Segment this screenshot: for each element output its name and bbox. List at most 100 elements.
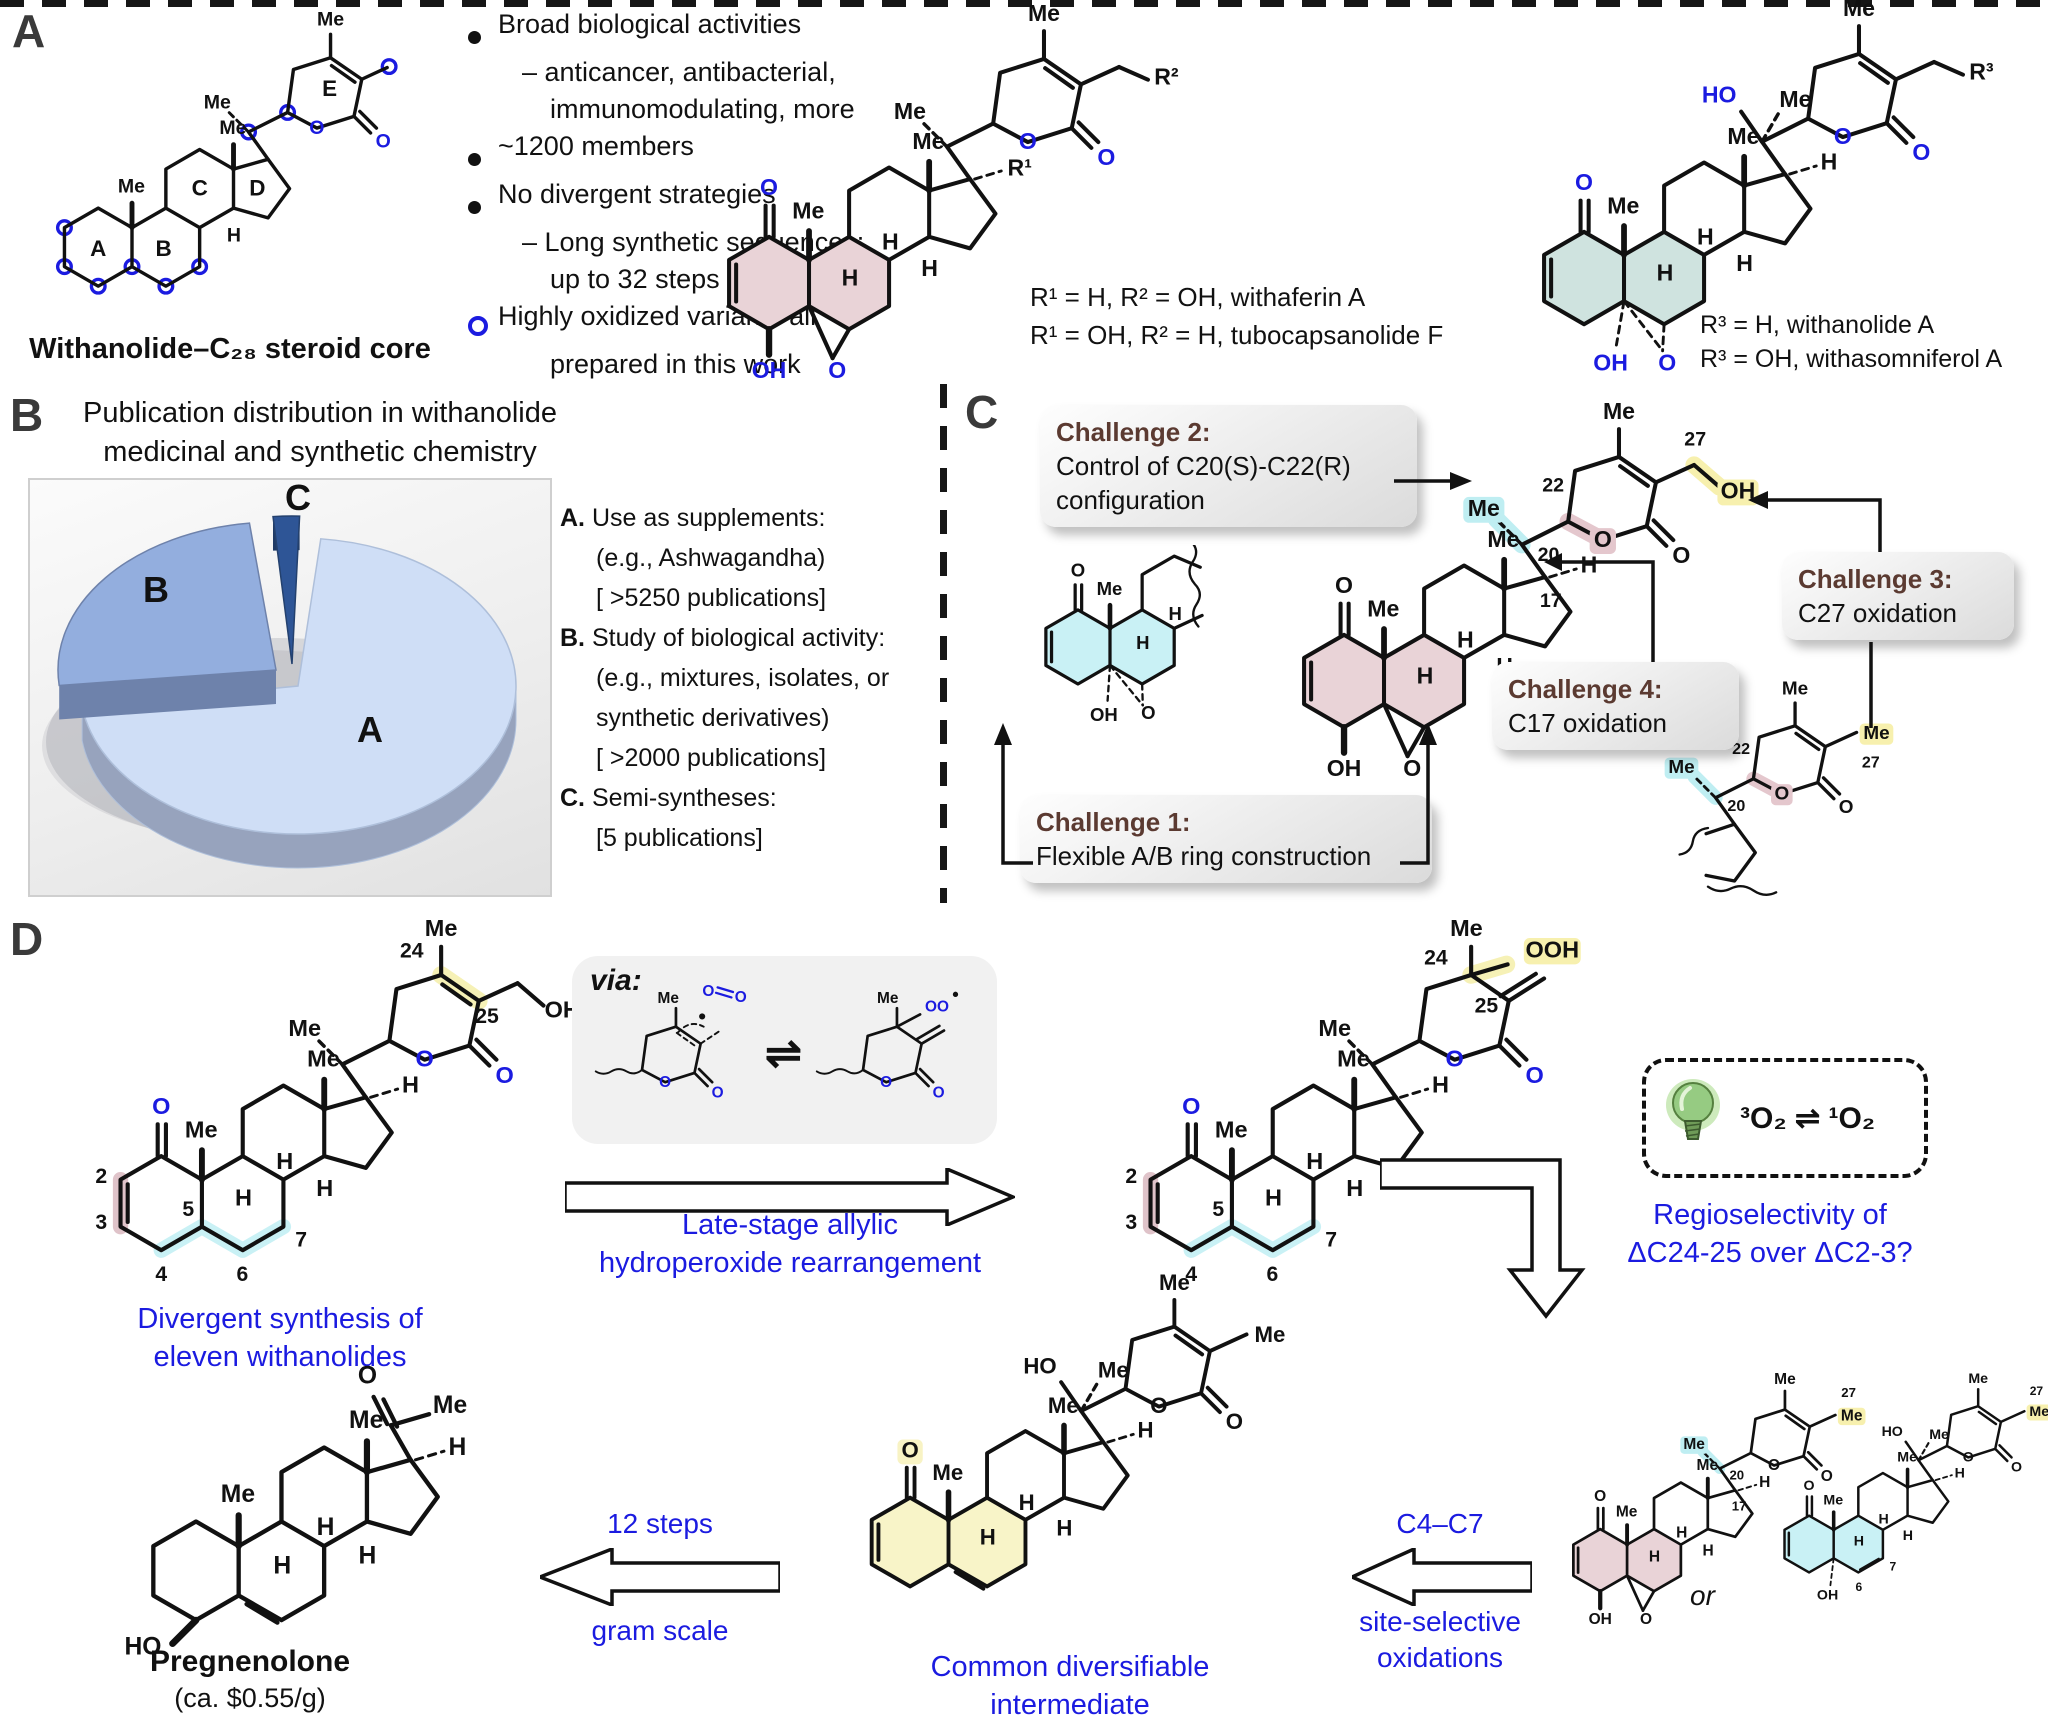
svg-text:OOH: OOH bbox=[1526, 936, 1580, 962]
oxidation-dot-icon bbox=[468, 316, 488, 336]
panel-d-label: D bbox=[10, 913, 44, 965]
common-intermediate-caption: Common diversifiable intermediate bbox=[890, 1648, 1250, 1721]
svg-text:H: H bbox=[1136, 632, 1149, 653]
via-label: via: bbox=[590, 964, 642, 997]
svg-text:A: A bbox=[90, 236, 106, 261]
svg-text:OH: OH bbox=[1589, 1611, 1612, 1628]
svg-text:Me: Me bbox=[1450, 915, 1483, 941]
svg-text:17: 17 bbox=[1732, 1498, 1747, 1513]
svg-text:Me: Me bbox=[1048, 1393, 1079, 1418]
svg-text:2: 2 bbox=[1125, 1165, 1137, 1188]
svg-text:Me: Me bbox=[1929, 1427, 1949, 1443]
svg-text:Me: Me bbox=[1782, 679, 1808, 700]
svg-text:H: H bbox=[276, 1148, 293, 1174]
legend-line: [ >5250 publications] bbox=[596, 584, 827, 612]
svg-text:6: 6 bbox=[236, 1263, 248, 1286]
svg-text:20: 20 bbox=[1727, 797, 1745, 815]
svg-text:H: H bbox=[227, 224, 241, 246]
legend-line: A. Use as supplements: bbox=[560, 504, 826, 532]
svg-text:H: H bbox=[1169, 603, 1182, 624]
challenge-3-connector bbox=[1869, 642, 1873, 728]
pie-title-line: medicinal and synthetic chemistry bbox=[103, 436, 537, 468]
svg-text:H: H bbox=[402, 1072, 419, 1098]
svg-text:22: 22 bbox=[1542, 475, 1564, 497]
challenge-2-title: Challenge 2: bbox=[1056, 417, 1211, 447]
challenge-1-box: Challenge 1: Flexible A/B ring construct… bbox=[1020, 795, 1432, 883]
svg-text:4: 4 bbox=[1185, 1263, 1197, 1286]
challenge-4-line: C17 oxidation bbox=[1508, 708, 1667, 738]
caption-line: R¹ = OH, R² = H, tubocapsanolide F bbox=[1030, 320, 1444, 350]
svg-text:H: H bbox=[359, 1542, 377, 1569]
bullet-item: – Long synthetic sequences: bbox=[522, 227, 865, 257]
svg-text:O: O bbox=[1526, 1062, 1544, 1088]
svg-text:O: O bbox=[1019, 128, 1037, 154]
svg-text:H: H bbox=[1417, 662, 1434, 688]
challenge-2-line: Control of C20(S)-C22(R) bbox=[1056, 451, 1351, 481]
svg-text:6: 6 bbox=[1855, 1580, 1862, 1594]
svg-text:O: O bbox=[1594, 1488, 1606, 1505]
svg-text:7: 7 bbox=[1325, 1229, 1337, 1252]
caption-line: Regioselectivity of bbox=[1653, 1199, 1887, 1231]
svg-text:O: O bbox=[1335, 572, 1353, 598]
svg-text:O: O bbox=[1575, 169, 1593, 195]
svg-text:A: A bbox=[357, 709, 383, 750]
svg-text:O: O bbox=[901, 1438, 918, 1463]
challenge-4-arrow bbox=[1544, 553, 1655, 662]
svg-text:Me: Me bbox=[1318, 1015, 1351, 1041]
legend-line: synthetic derivatives) bbox=[596, 704, 830, 732]
challenge-3-line: C27 oxidation bbox=[1798, 598, 1957, 628]
svg-text:H: H bbox=[1265, 1185, 1282, 1211]
svg-text:O: O bbox=[309, 117, 324, 139]
svg-text:Me: Me bbox=[1616, 1504, 1638, 1521]
separator-b-c bbox=[940, 384, 947, 903]
challenge-1-arrow-right bbox=[1400, 723, 1437, 865]
svg-text:O: O bbox=[1446, 1046, 1464, 1072]
svg-text:O: O bbox=[1821, 1468, 1833, 1485]
pregnenolone-name: Pregnenolone bbox=[149, 1645, 351, 1678]
divergent-caption: Divergent synthesis of eleven withanolid… bbox=[90, 1300, 470, 1376]
svg-text:Me: Me bbox=[1367, 595, 1399, 621]
svg-text:OH: OH bbox=[1817, 1587, 1838, 1603]
svg-text:H: H bbox=[1676, 1525, 1687, 1542]
svg-text:H: H bbox=[1137, 1418, 1153, 1443]
svg-text:H: H bbox=[316, 1175, 333, 1201]
challenge-4-box: Challenge 4: C17 oxidation bbox=[1492, 662, 1739, 750]
withaferin-captions: R¹ = H, R² = OH, withaferin A R¹ = OH, R… bbox=[1030, 278, 1443, 354]
challenge-2-line: configuration bbox=[1056, 485, 1205, 515]
svg-text:Me: Me bbox=[1779, 86, 1811, 112]
pie-svg: ABC bbox=[42, 477, 517, 869]
svg-text:4: 4 bbox=[155, 1263, 167, 1286]
pie-legend: A. Use as supplements: (e.g., Ashwagandh… bbox=[560, 498, 889, 858]
svg-text:Me: Me bbox=[1668, 757, 1694, 778]
challenge-1-line: Flexible A/B ring construction bbox=[1036, 841, 1372, 871]
bullet-item: Highly oxidized variants all bbox=[468, 298, 888, 346]
svg-text:OH: OH bbox=[1327, 755, 1362, 781]
bullet-item: Broad biological activities bbox=[468, 6, 888, 54]
svg-text:2: 2 bbox=[95, 1165, 107, 1188]
legend-line: (e.g., Ashwagandha) bbox=[596, 544, 826, 572]
equilibrium-arrow: ⇌ bbox=[765, 1029, 802, 1078]
caption-line: R³ = OH, withasomniferol A bbox=[1700, 345, 2003, 373]
svg-text:O: O bbox=[1839, 797, 1854, 818]
challenge-1-arrow-left bbox=[994, 723, 1033, 865]
svg-text:Me: Me bbox=[2029, 1404, 2048, 1420]
svg-text:20: 20 bbox=[1729, 1467, 1744, 1482]
svg-text:Me: Me bbox=[349, 1407, 383, 1434]
regioselectivity-caption: Regioselectivity of ΔC24-25 over ΔC2-3? bbox=[1590, 1196, 1950, 1272]
svg-text:D: D bbox=[249, 175, 265, 200]
twelve-steps-arrow bbox=[540, 1548, 780, 1606]
svg-text:H: H bbox=[1346, 1175, 1363, 1201]
svg-text:O: O bbox=[496, 1062, 514, 1088]
svg-text:C: C bbox=[192, 175, 208, 200]
svg-text:O: O bbox=[152, 1093, 170, 1119]
svg-text:Me: Me bbox=[288, 1015, 321, 1041]
svg-text:H: H bbox=[1854, 1533, 1864, 1549]
svg-text:Me: Me bbox=[1215, 1116, 1248, 1142]
svg-text:O: O bbox=[1774, 784, 1789, 805]
svg-text:H: H bbox=[1657, 259, 1674, 285]
caption-line: R³ = H, withanolide A bbox=[1700, 311, 1935, 339]
svg-text:O: O bbox=[1963, 1450, 1974, 1466]
svg-text:H: H bbox=[1697, 224, 1714, 250]
svg-text:3: 3 bbox=[95, 1211, 107, 1234]
